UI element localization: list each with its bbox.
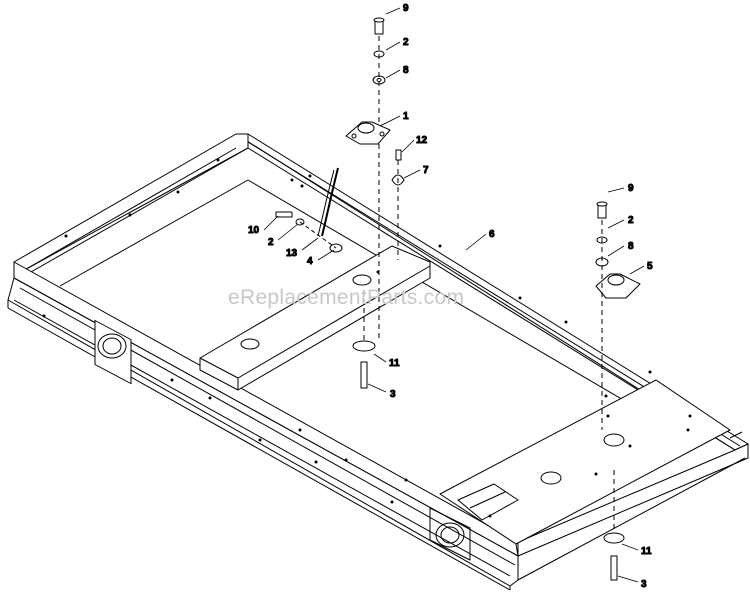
callout-7: 7 [423,165,429,176]
callout-2-right: 2 [628,215,634,226]
callout-11-right: 11 [641,546,652,557]
callout-4: 4 [307,256,313,267]
fitting-assembly [275,167,343,253]
callout-8-right: 8 [628,241,634,252]
callout-11: 11 [389,358,400,369]
callout-8: 8 [403,65,409,76]
callout-9-right: 9 [628,183,634,194]
callout-labels: 9 2 8 1 12 7 6 10 2 13 4 9 2 8 5 11 3 11… [248,3,654,591]
callout-9: 9 [403,3,409,14]
callout-3: 3 [390,389,396,400]
callout-2-fitting: 2 [268,237,274,248]
right-mount-stack [595,201,641,581]
callout-12: 12 [416,135,428,146]
watermark-text: eReplacementParts.com [228,286,465,309]
leader-lines [263,7,645,583]
base-frame [7,133,749,591]
callout-6: 6 [489,229,495,240]
callout-5: 5 [647,261,653,272]
callout-10: 10 [248,225,260,236]
callout-2: 2 [403,37,409,48]
callout-13: 13 [286,248,298,259]
left-mount-stack [345,17,405,389]
callout-3-right: 3 [641,579,647,590]
callout-1: 1 [403,111,409,122]
